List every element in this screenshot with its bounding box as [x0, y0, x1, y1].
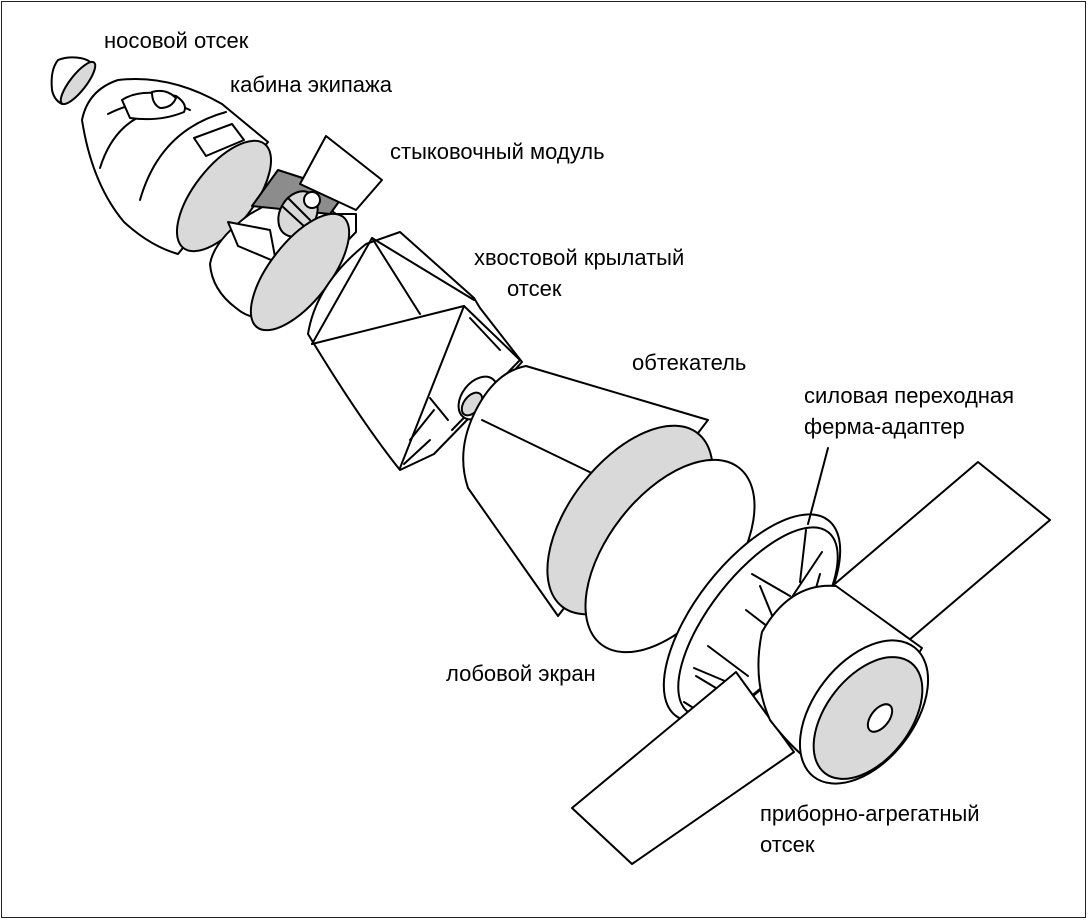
label-heat-shield: лобовой экран — [446, 661, 596, 686]
service-module — [757, 584, 930, 785]
tail-winged-section — [307, 231, 523, 471]
label-tail-line2: отсек — [507, 276, 562, 301]
label-service-line1: приборно-агрегатный — [760, 801, 980, 826]
nose-section — [50, 56, 97, 106]
label-nose-section: носовой отсек — [104, 28, 249, 53]
label-tail-section: хвостовой крылатый отсек — [474, 242, 684, 304]
label-tail-line1: хвостовой крылатый — [474, 245, 685, 270]
crew-cabin — [81, 78, 273, 255]
label-truss-line1: силовая переходная — [804, 383, 1015, 408]
label-truss-line2: ферма-адаптер — [804, 414, 965, 439]
docking-module — [209, 135, 383, 332]
solar-panels — [571, 461, 1051, 865]
label-service-line2: отсек — [760, 832, 815, 857]
label-fairing: обтекатель — [632, 350, 747, 375]
label-adapter-truss: силовая переходная ферма-адаптер — [804, 380, 1014, 442]
label-service-module: приборно-агрегатный отсек — [760, 798, 980, 860]
label-crew-cabin: кабина экипажа — [230, 72, 392, 97]
label-docking-module: стыковочный модуль — [390, 139, 605, 164]
